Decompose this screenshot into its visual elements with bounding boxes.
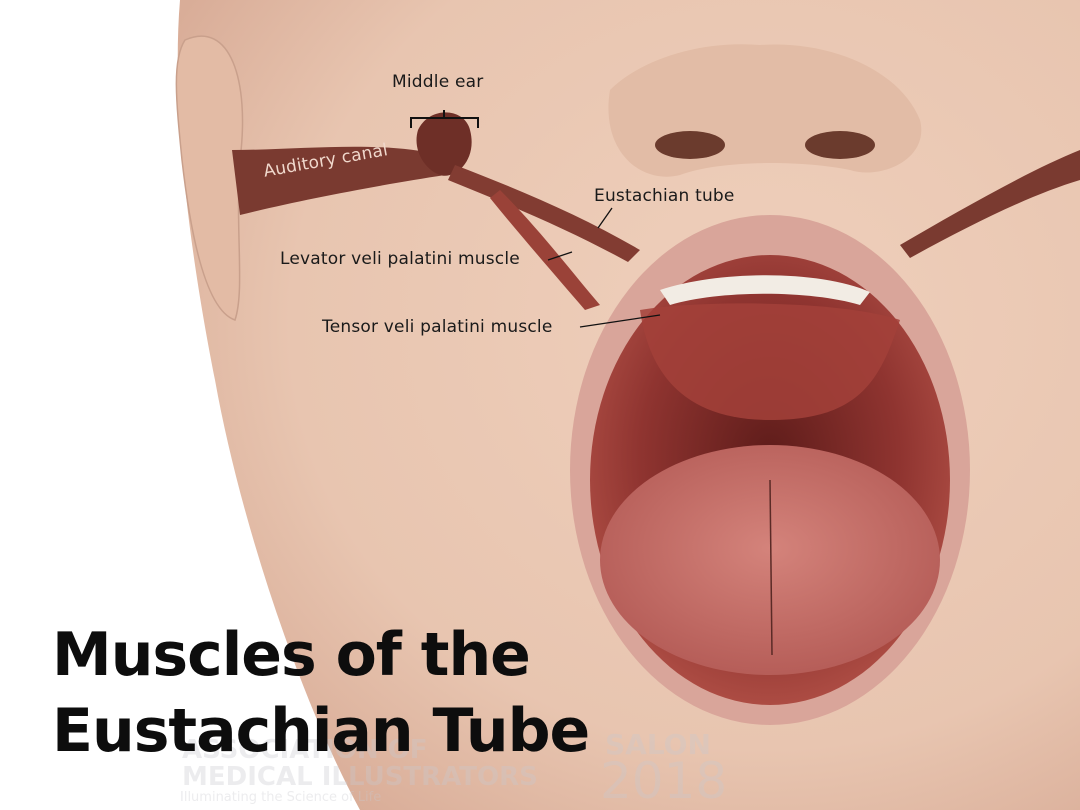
eustachian-tube-left: [448, 165, 640, 262]
tongue: [600, 445, 940, 675]
nostril-left: [655, 131, 725, 159]
watermark-salon: SALON: [605, 728, 711, 761]
title-line-2: Eustachian Tube: [52, 696, 590, 766]
nostril-right: [805, 131, 875, 159]
label-middle-ear: Middle ear: [392, 72, 484, 92]
watermark-org-line1: ASSOCIATION OF: [182, 735, 428, 765]
middle-ear-bracket: [410, 110, 479, 128]
tongue-midline: [769, 479, 773, 656]
title-line-1: Muscles of the: [52, 620, 531, 690]
ear: [175, 35, 244, 321]
tensor-leader: [579, 314, 661, 328]
watermark-tagline: Illuminating the Science of Life: [180, 790, 382, 805]
auditory-canal: [232, 146, 445, 215]
eustachian-tube-right: [900, 150, 1080, 258]
eustachian-leader: [597, 207, 613, 229]
watermark-year: 2018: [600, 752, 728, 810]
upper-teeth: [660, 275, 870, 305]
levator-muscle-left: [490, 190, 600, 310]
label-tensor: Tensor veli palatini muscle: [322, 317, 553, 337]
watermark-org-line2: MEDICAL ILLUSTRATORS: [182, 762, 538, 792]
levator-leader: [547, 251, 573, 261]
label-levator: Levator veli palatini muscle: [280, 249, 520, 269]
middle-ear: [416, 112, 472, 176]
label-eustachian-tube: Eustachian tube: [594, 186, 735, 206]
soft-palate: [640, 303, 900, 420]
